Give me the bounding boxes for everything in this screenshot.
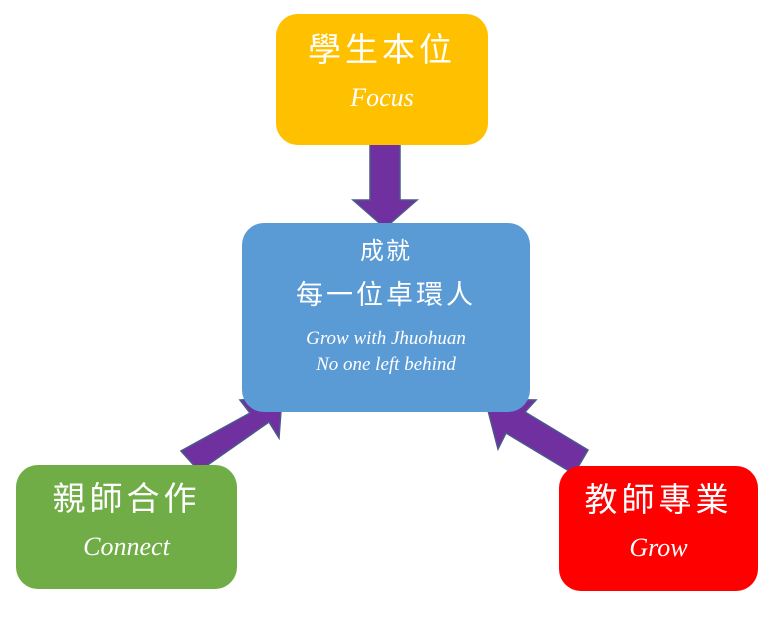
center-line2: 每一位卓環人: [296, 279, 476, 311]
arrow-grow-to-center: [484, 398, 590, 476]
grow-zh-label: 教師專業: [584, 480, 733, 519]
arrow-focus-to-center: [351, 140, 419, 229]
grow-en-label: Grow: [629, 532, 688, 562]
center-node: 成就 每一位卓環人 Grow with Jhuohuan No one left…: [242, 223, 530, 412]
connect-zh-label: 親師合作: [52, 479, 201, 518]
grow-node: 教師專業 Grow: [559, 466, 758, 591]
arrow-connect-to-center: [179, 396, 283, 472]
focus-node: 學生本位 Focus: [276, 14, 488, 145]
connect-en-label: Connect: [83, 531, 170, 561]
center-line1: 成就: [360, 237, 412, 265]
focus-en-label: Focus: [350, 82, 414, 112]
center-line4: No one left behind: [316, 353, 456, 375]
connect-node: 親師合作 Connect: [16, 465, 237, 589]
center-line3: Grow with Jhuohuan: [306, 328, 466, 350]
focus-zh-label: 學生本位: [308, 30, 456, 69]
